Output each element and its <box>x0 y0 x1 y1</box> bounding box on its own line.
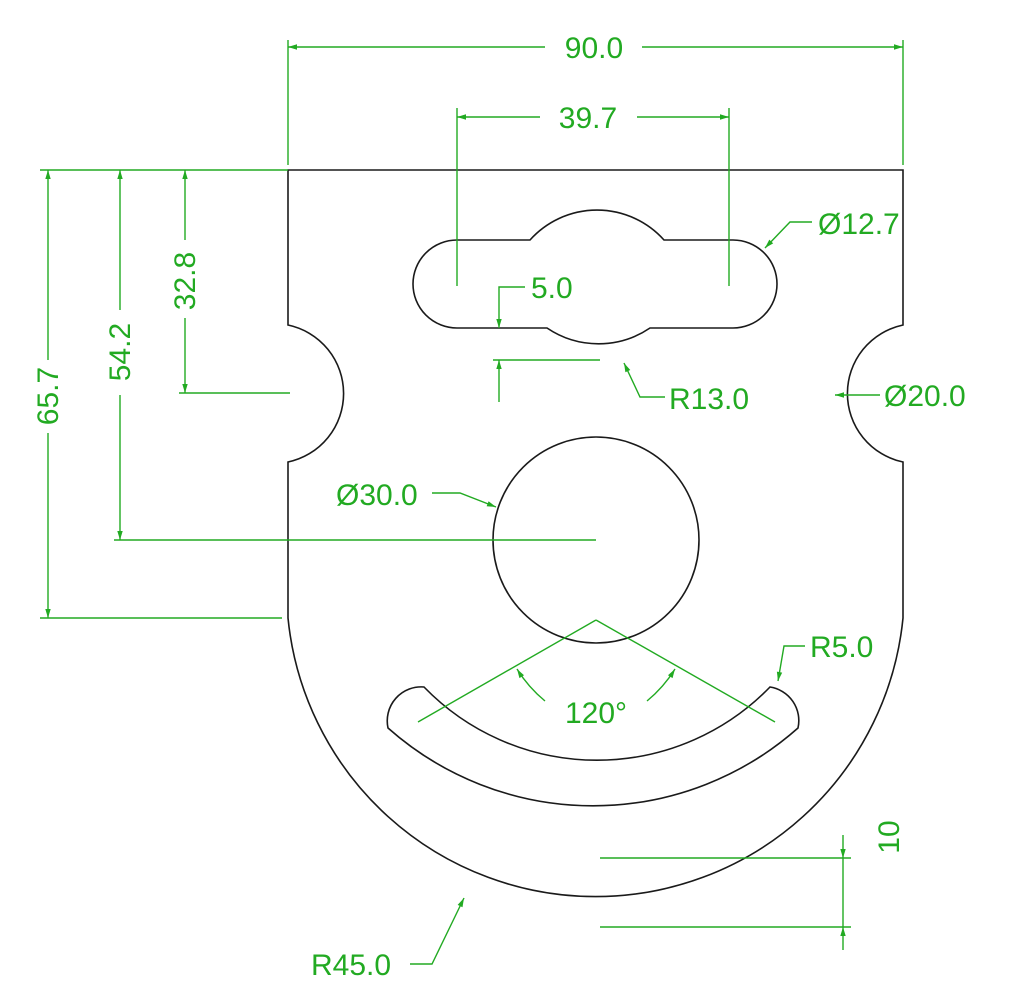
angle-arc-right <box>646 668 676 702</box>
dim-notch-diameter-label: Ø20.0 <box>884 380 966 413</box>
dim-arc-slot-radius-label: R5.0 <box>810 631 873 664</box>
dim-slot-length-label: 39.7 <box>559 102 617 135</box>
leader-hole-diameter <box>432 492 497 508</box>
keyhole-slot <box>412 209 778 345</box>
dim-height-hole-label: 54.2 <box>104 323 137 381</box>
dim-slot-end-diameter-label: Ø12.7 <box>818 208 900 241</box>
leader-slot-diameter <box>764 221 812 249</box>
dim-angle-label: 120° <box>565 697 627 730</box>
leader-arc-slot-radius <box>776 645 805 682</box>
angle-ray-left <box>417 619 597 723</box>
dimension-labels: 90.0 39.7 65.7 54.2 32.8 Ø12.7 5.0 R13.0… <box>32 32 966 982</box>
dim-slot-offset-label: 5.0 <box>531 272 573 305</box>
arc-slot <box>386 686 800 807</box>
dim-overall-width-label: 90.0 <box>565 32 623 65</box>
dim-outer-radius-label: R45.0 <box>311 949 391 982</box>
dim-height-notch-label: 32.8 <box>169 252 202 310</box>
angle-arc-left <box>516 668 546 702</box>
dim-rim-width-label: 10 <box>873 820 906 853</box>
dim-hole-diameter-label: Ø30.0 <box>336 479 418 512</box>
part-outline <box>287 169 904 898</box>
dimension-graphics <box>40 40 904 965</box>
part-geometry <box>287 169 904 898</box>
dim-height-top-label: 65.7 <box>32 367 65 425</box>
leader-slot-radius <box>623 362 665 398</box>
angle-ray-right <box>595 619 776 723</box>
dim-slot-radius-label: R13.0 <box>669 383 749 416</box>
leader-outer-radius <box>410 897 465 965</box>
dim-5-leader <box>496 286 525 328</box>
